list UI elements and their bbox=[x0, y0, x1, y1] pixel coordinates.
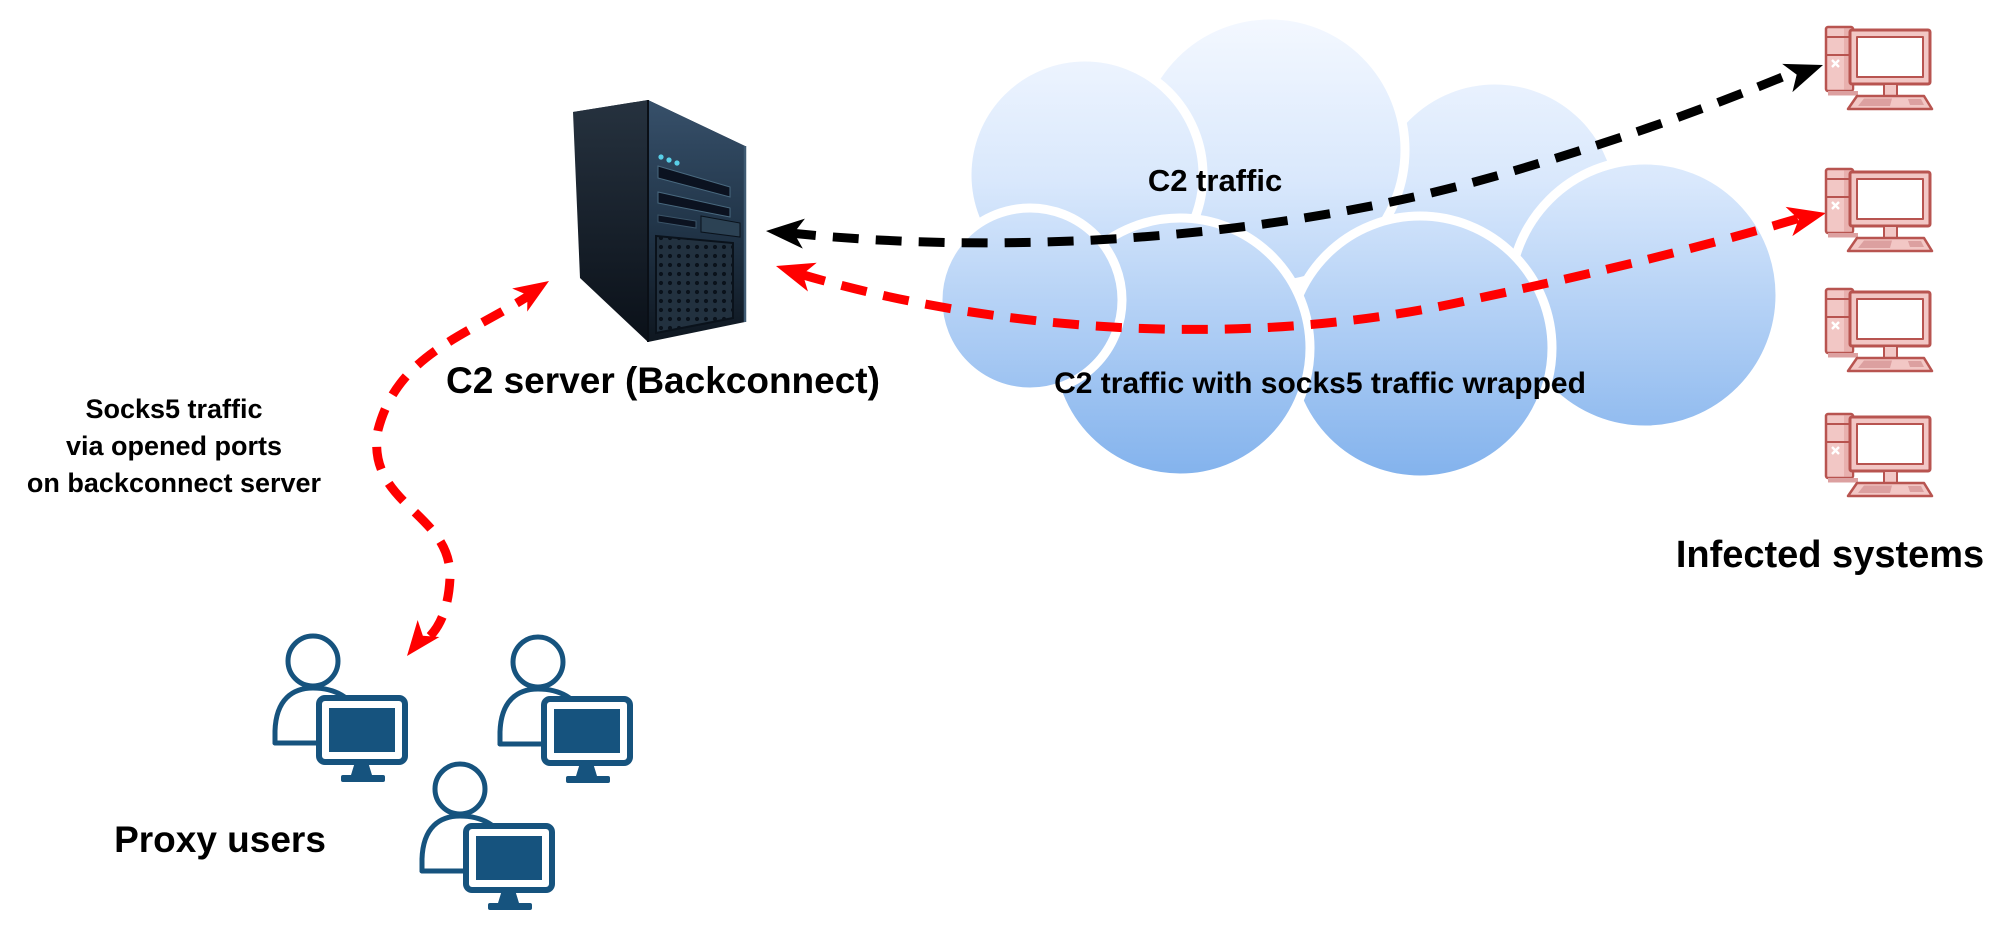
c2-traffic-arrow bbox=[764, 50, 1829, 249]
proxy-user-icon bbox=[422, 764, 552, 910]
internet-cloud-icon bbox=[933, 10, 1785, 485]
socks5-proxy-arrow bbox=[372, 269, 557, 665]
c2-server-icon bbox=[573, 100, 747, 342]
c2-server-label: C2 server (Backconnect) bbox=[446, 360, 880, 401]
socks5-traffic-label-line2: via opened ports bbox=[65, 431, 283, 461]
infected-systems-label: Infected systems bbox=[1675, 534, 1985, 576]
socks5-traffic-label-line3: on backconnect server bbox=[26, 468, 322, 498]
infected-pc-icon bbox=[1824, 25, 1934, 111]
proxy-users-group bbox=[275, 636, 630, 910]
infected-pc-icon bbox=[1824, 287, 1934, 373]
infected-pc-icon bbox=[1824, 167, 1934, 253]
socks5-traffic-label-line1: Socks5 traffic bbox=[85, 394, 263, 424]
proxy-user-icon bbox=[500, 637, 630, 783]
infected-systems-group bbox=[1824, 25, 1934, 498]
c2-traffic-wrapped-label: C2 traffic with socks5 traffic wrapped bbox=[1054, 367, 1586, 400]
proxy-users-label: Proxy users bbox=[114, 819, 326, 860]
infected-pc-icon bbox=[1824, 412, 1934, 498]
c2-traffic-label: C2 traffic bbox=[1147, 163, 1283, 198]
socks5-traffic-label: Socks5 traffic via opened ports on backc… bbox=[0, 391, 348, 502]
proxy-user-icon bbox=[275, 636, 405, 782]
